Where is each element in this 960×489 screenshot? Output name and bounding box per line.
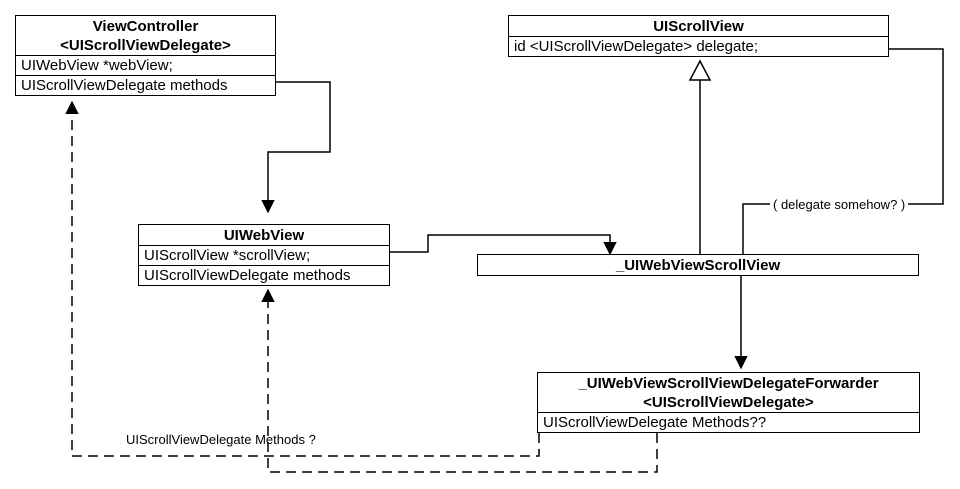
class-member: id <UIScrollViewDelegate> delegate; bbox=[514, 38, 759, 55]
association-viewcontroller-to-uiwebview bbox=[261, 81, 331, 214]
class-member: UIScrollViewDelegate Methods?? bbox=[543, 414, 767, 431]
annotation-delegate-methods-question: UIScrollViewDelegate Methods ? bbox=[126, 432, 316, 447]
class-title: ViewController bbox=[92, 18, 199, 35]
association-uiwebview-to-scrollview bbox=[390, 234, 617, 256]
class-stereotype: <UIScrollViewDelegate> bbox=[643, 394, 814, 411]
class-title: UIWebView bbox=[139, 225, 389, 246]
delegate-link-line bbox=[742, 48, 944, 254]
class-header: ViewController <UIScrollViewDelegate> bbox=[16, 16, 275, 56]
class-title: _UIWebViewScrollViewDelegateForwarder bbox=[578, 375, 879, 392]
dashed-forward-to-viewcontroller bbox=[65, 100, 540, 457]
class-uiwebview: UIWebView UIScrollView *scrollView; UISc… bbox=[138, 224, 390, 286]
annotation-delegate-somehow: ( delegate somehow? ) bbox=[770, 197, 909, 212]
class-viewcontroller: ViewController <UIScrollViewDelegate> UI… bbox=[15, 15, 276, 96]
class-header: _UIWebViewScrollViewDelegateForwarder <U… bbox=[538, 373, 919, 413]
class-member: UIWebView *webView; bbox=[16, 56, 275, 76]
class-member: UIScrollViewDelegate methods bbox=[144, 267, 351, 284]
class-delegate-forwarder: _UIWebViewScrollViewDelegateForwarder <U… bbox=[537, 372, 920, 433]
class-uiscrollview: UIScrollView id <UIScrollViewDelegate> d… bbox=[508, 15, 889, 57]
class-member: UIScrollView *scrollView; bbox=[139, 246, 389, 266]
class-member: UIScrollViewDelegate methods bbox=[21, 77, 228, 94]
class-stereotype: <UIScrollViewDelegate> bbox=[60, 37, 231, 54]
class-title: UIScrollView bbox=[509, 16, 888, 37]
class-uiwebviewscrollview: _UIWebViewScrollView bbox=[477, 254, 919, 276]
dashed-forward-to-uiwebview bbox=[261, 288, 658, 473]
class-title: _UIWebViewScrollView bbox=[615, 257, 781, 274]
inheritance-triangle bbox=[688, 59, 712, 81]
